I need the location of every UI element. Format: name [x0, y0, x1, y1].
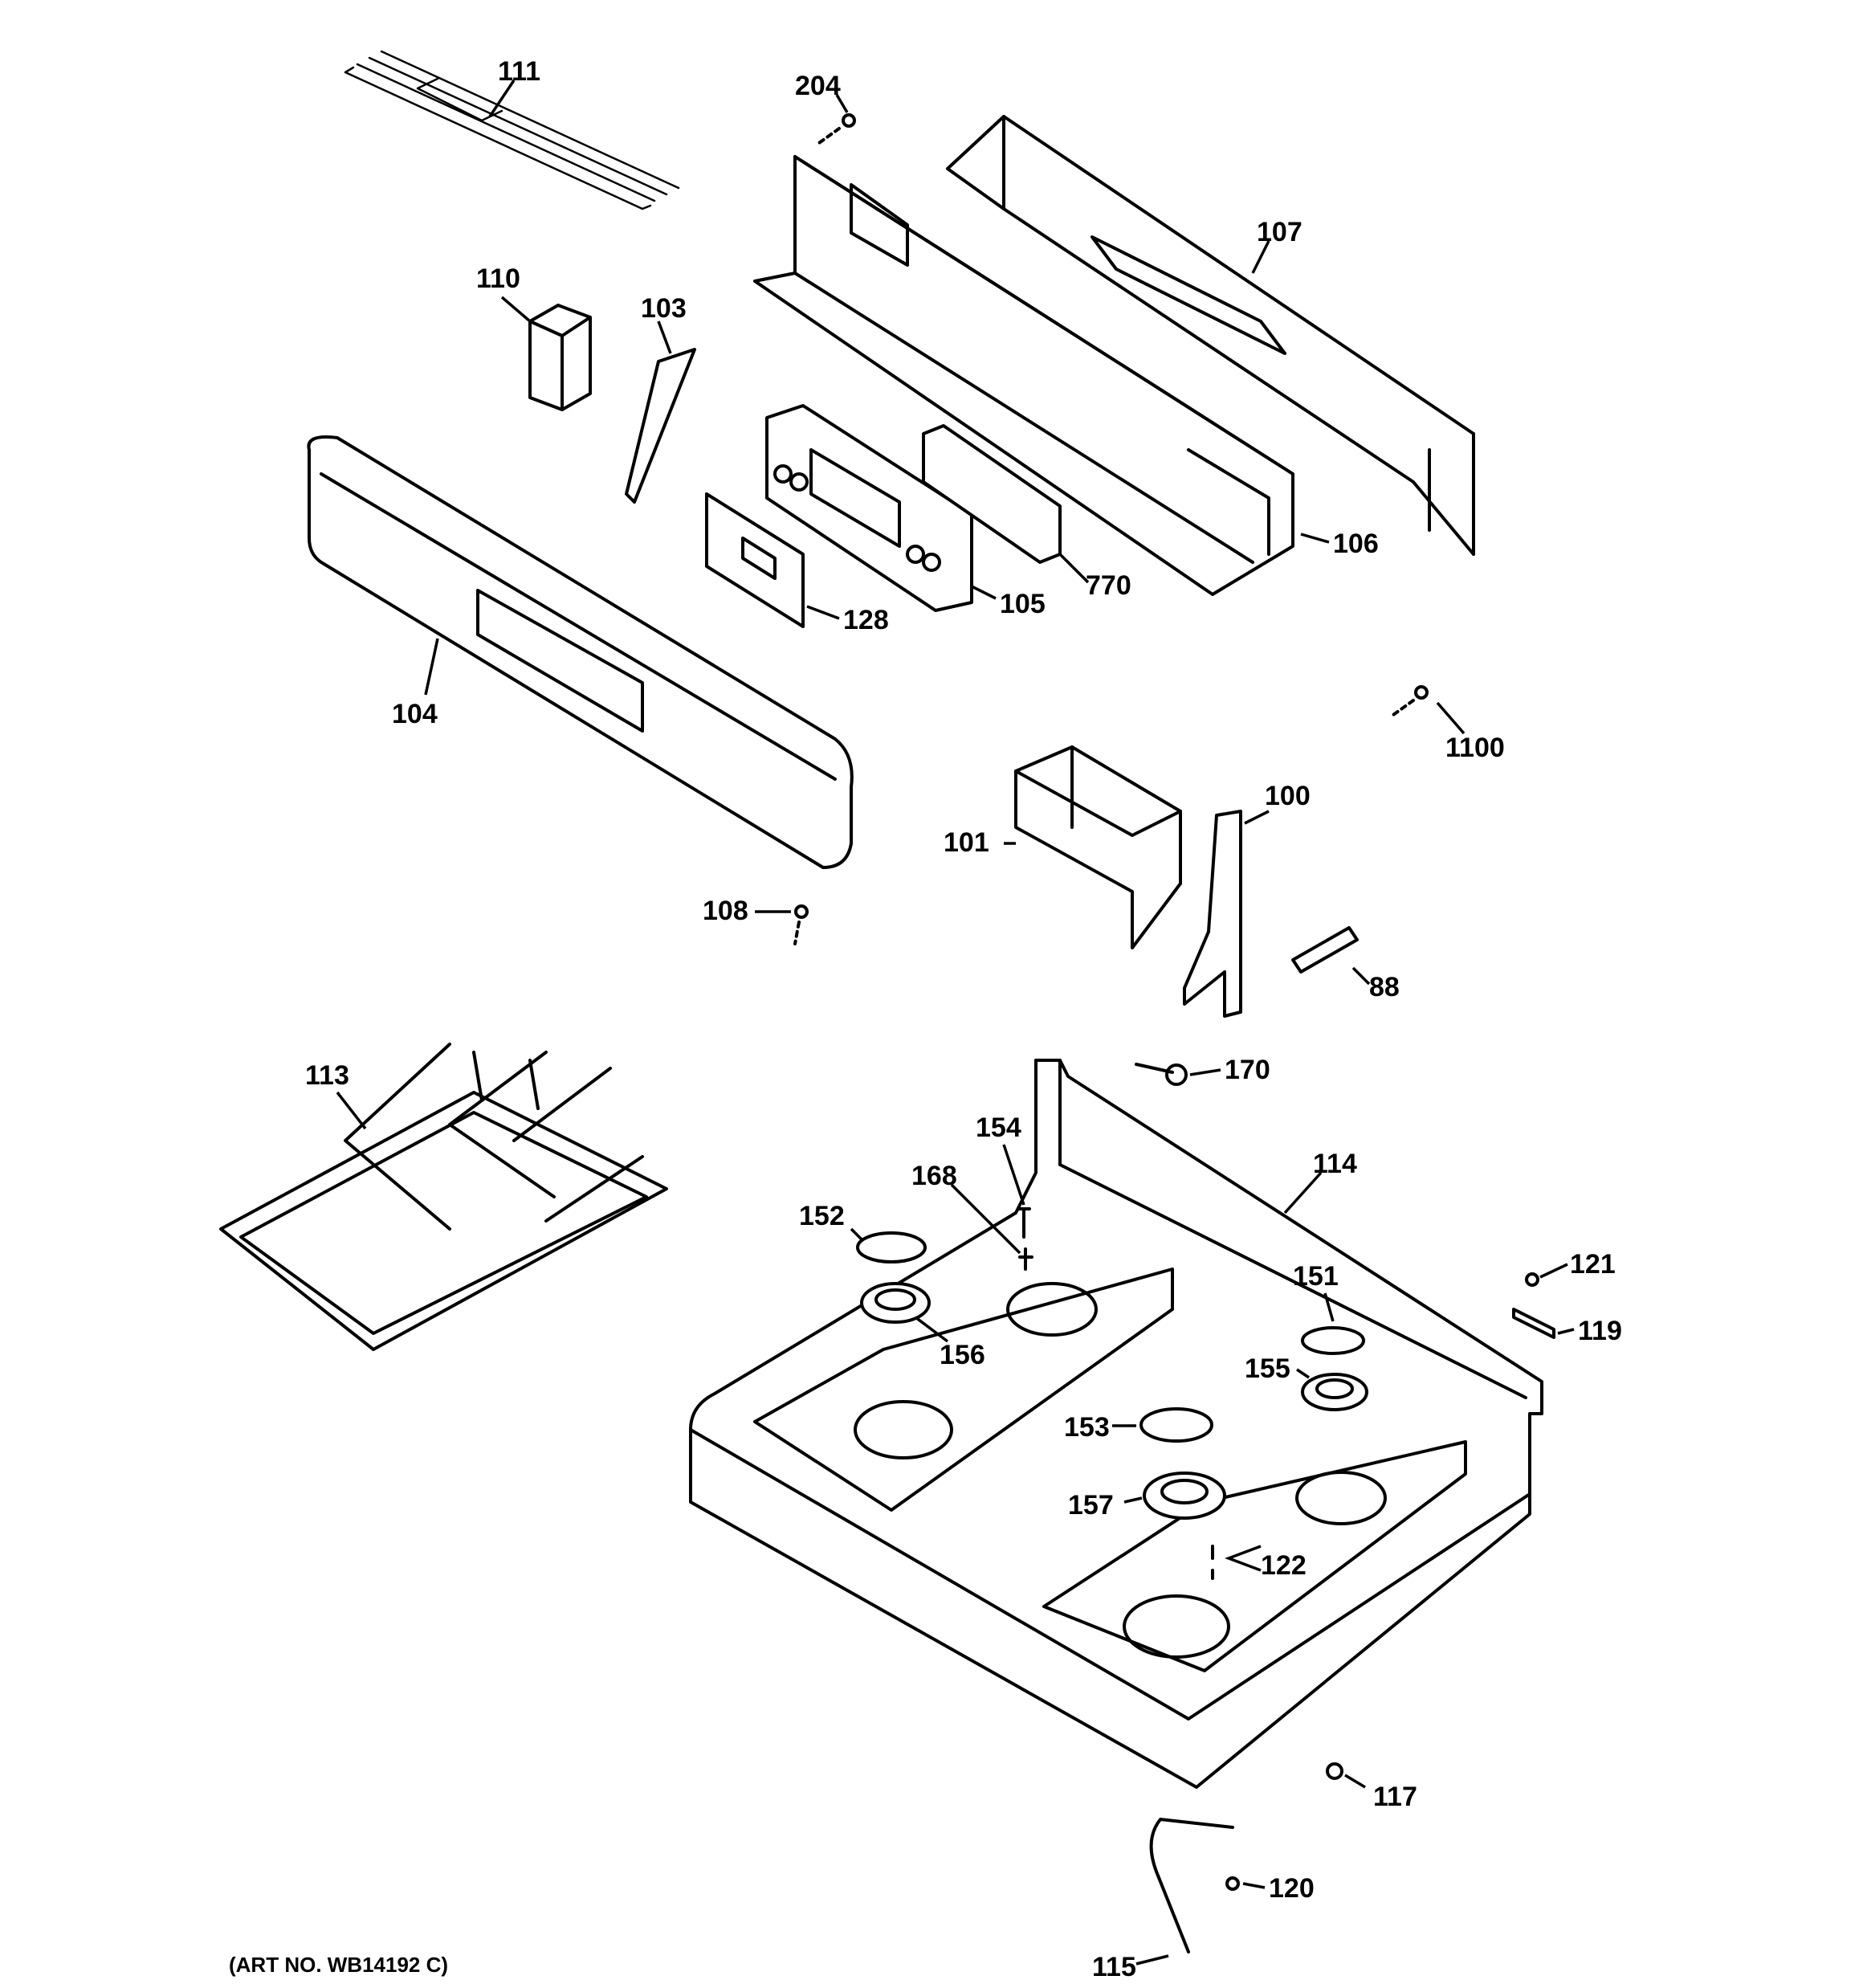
- label-121: 121: [1570, 1249, 1616, 1280]
- part-152-burner-cap: [856, 1231, 927, 1263]
- label-117: 117: [1373, 1782, 1417, 1812]
- label-155: 155: [1245, 1353, 1290, 1384]
- part-107-back-panel: [946, 115, 1475, 556]
- label-128: 128: [843, 605, 889, 635]
- label-101: 101: [944, 827, 989, 858]
- part-168-electrode: [1018, 1247, 1033, 1271]
- label-110: 110: [476, 263, 520, 294]
- part-101-bracket: [1014, 745, 1182, 949]
- label-122: 122: [1261, 1550, 1307, 1581]
- leader-lines: [336, 80, 1575, 1966]
- part-121-screw: [1525, 1272, 1539, 1287]
- label-115: 115: [1092, 1952, 1136, 1982]
- part-108-screw: [793, 904, 809, 945]
- part-88-clip: [1291, 926, 1359, 974]
- part-120-screw: [1225, 1876, 1240, 1891]
- label-114: 114: [1313, 1149, 1357, 1179]
- label-153: 153: [1064, 1412, 1110, 1443]
- part-204-screw: [817, 113, 856, 145]
- part-128-keypad-overlay: [705, 492, 805, 628]
- label-107: 107: [1257, 217, 1302, 247]
- label-154: 154: [976, 1112, 1021, 1143]
- part-119-bracket: [1512, 1308, 1555, 1339]
- label-168: 168: [911, 1161, 957, 1191]
- part-104-backguard: [307, 435, 854, 869]
- label-108: 108: [703, 896, 748, 926]
- part-157-burner-head: [1143, 1472, 1226, 1520]
- label-151: 151: [1293, 1261, 1339, 1292]
- label-100: 100: [1265, 781, 1311, 811]
- part-100-side-trim: [1183, 810, 1242, 1018]
- part-114-cooktop: [689, 1059, 1543, 1789]
- label-120: 120: [1269, 1873, 1315, 1904]
- part-151-burner-cap: [1301, 1326, 1365, 1355]
- label-1100: 1100: [1445, 733, 1505, 763]
- part-111-wire-harness: [344, 50, 680, 210]
- label-113: 113: [305, 1060, 349, 1091]
- label-88: 88: [1369, 972, 1400, 1002]
- label-104: 104: [392, 699, 438, 729]
- part-1100-screw: [1392, 685, 1429, 716]
- part-105-control-board: [765, 404, 973, 612]
- label-119: 119: [1578, 1316, 1622, 1346]
- label-111: 111: [498, 56, 540, 87]
- label-157: 157: [1068, 1490, 1114, 1521]
- part-153-burner-cap: [1139, 1407, 1213, 1443]
- label-170: 170: [1225, 1055, 1270, 1085]
- part-117-nut: [1326, 1762, 1343, 1780]
- part-113-burner-grates: [219, 1043, 668, 1351]
- label-105: 105: [1000, 589, 1046, 619]
- label-770: 770: [1086, 570, 1131, 601]
- part-115-tube: [1149, 1818, 1234, 1953]
- label-106: 106: [1333, 529, 1379, 559]
- label-204: 204: [795, 71, 841, 101]
- part-110-switch: [528, 304, 592, 411]
- part-156-burner-head: [860, 1282, 931, 1324]
- part-103-bracket: [625, 348, 696, 504]
- part-106-control-panel-support: [753, 155, 1294, 596]
- label-152: 152: [799, 1201, 845, 1231]
- part-154-igniter: [1017, 1207, 1031, 1239]
- art-number: (ART NO. WB14192 C): [229, 1953, 448, 1977]
- part-170-screw: [1135, 1063, 1188, 1086]
- part-155-burner-head: [1301, 1373, 1368, 1411]
- label-103: 103: [641, 293, 687, 324]
- label-156: 156: [940, 1340, 985, 1370]
